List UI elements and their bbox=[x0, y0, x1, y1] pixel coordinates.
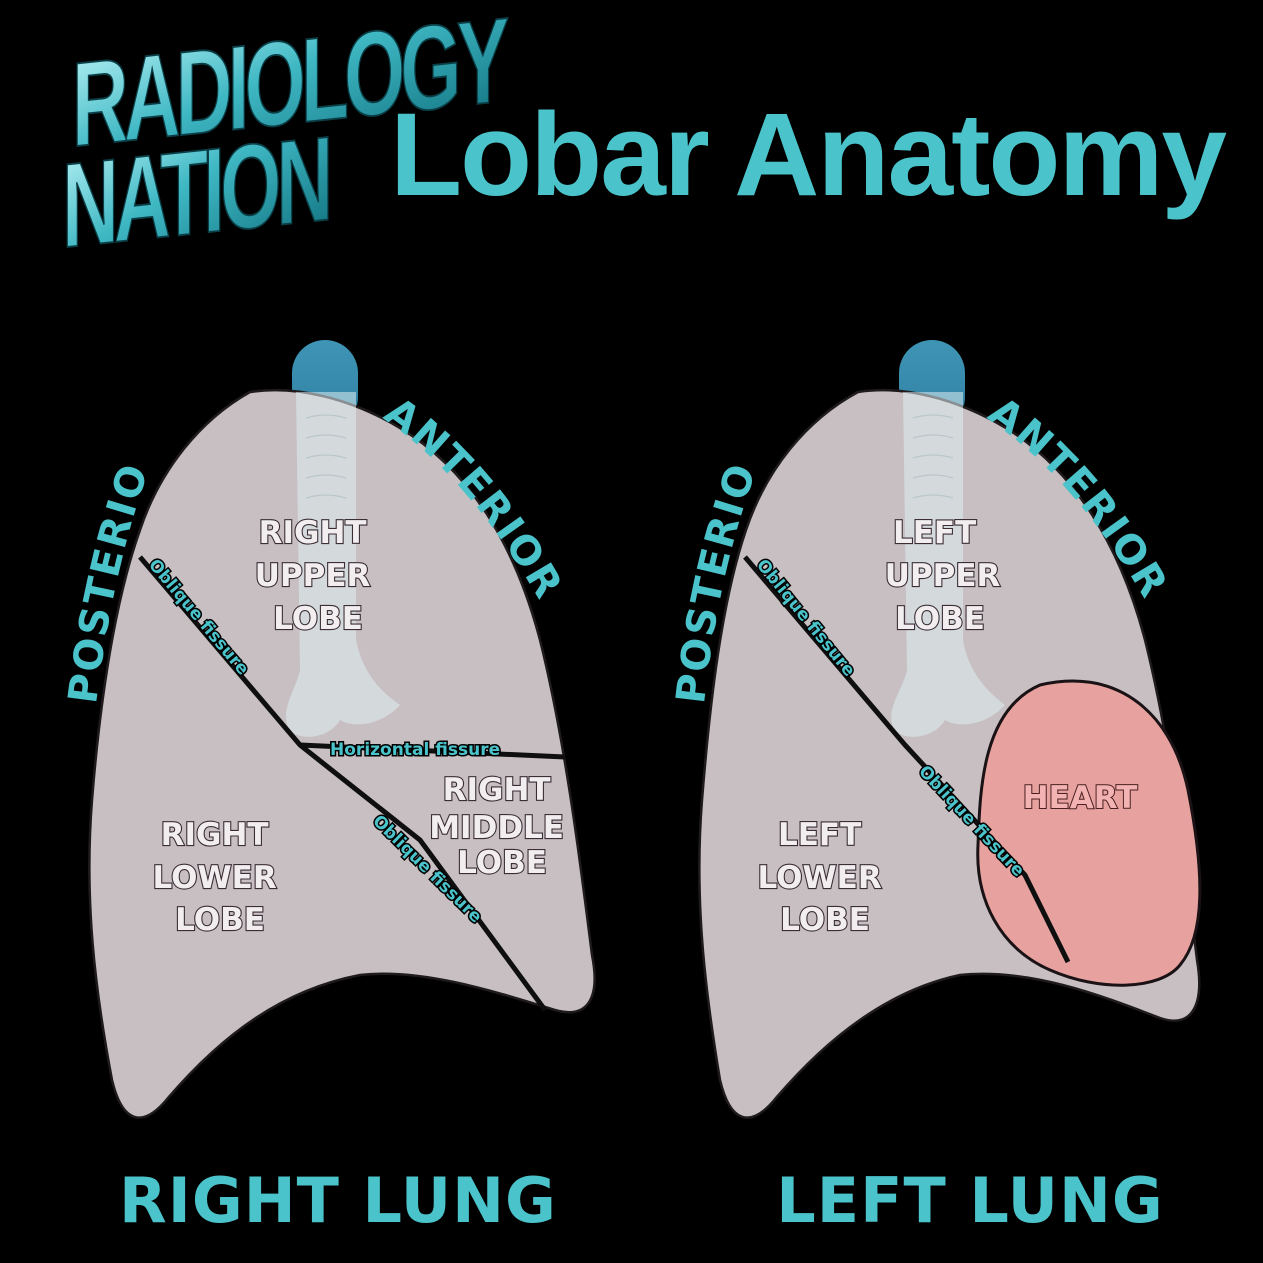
right-trachea-rings bbox=[305, 414, 347, 499]
right-oblique-fissure-line bbox=[138, 555, 548, 1012]
left-lung-title: LEFT LUNG bbox=[776, 1164, 1164, 1237]
left-bronchus bbox=[891, 392, 1005, 737]
logo-line-2: NATION bbox=[62, 111, 328, 274]
right-lung-outline bbox=[88, 388, 596, 1119]
right-upper-lobe-label: RIGHT UPPER LOBE bbox=[255, 515, 381, 637]
right-horizontal-fissure-label: Horizontal fissure bbox=[330, 740, 500, 760]
left-trachea-rings bbox=[912, 414, 954, 499]
right-bronchus bbox=[285, 392, 400, 737]
heart-label: HEART bbox=[1023, 780, 1138, 816]
left-upper-lobe-label: LEFT UPPER LOBE bbox=[885, 515, 1011, 637]
left-lower-lobe-label: LEFT LOWER LOBE bbox=[757, 817, 892, 938]
right-middle-lobe-label: RIGHT MIDDLE LOBE bbox=[429, 772, 575, 881]
page-title: Lobar Anatomy bbox=[390, 89, 1226, 221]
heart-shape bbox=[976, 679, 1202, 987]
right-horizontal-fissure-line bbox=[299, 742, 566, 760]
right-lower-lobe-label: RIGHT LOWER LOBE bbox=[152, 817, 287, 938]
left-oblique-fissure-line bbox=[743, 555, 1071, 964]
right-lung-title: RIGHT LUNG bbox=[119, 1164, 557, 1237]
